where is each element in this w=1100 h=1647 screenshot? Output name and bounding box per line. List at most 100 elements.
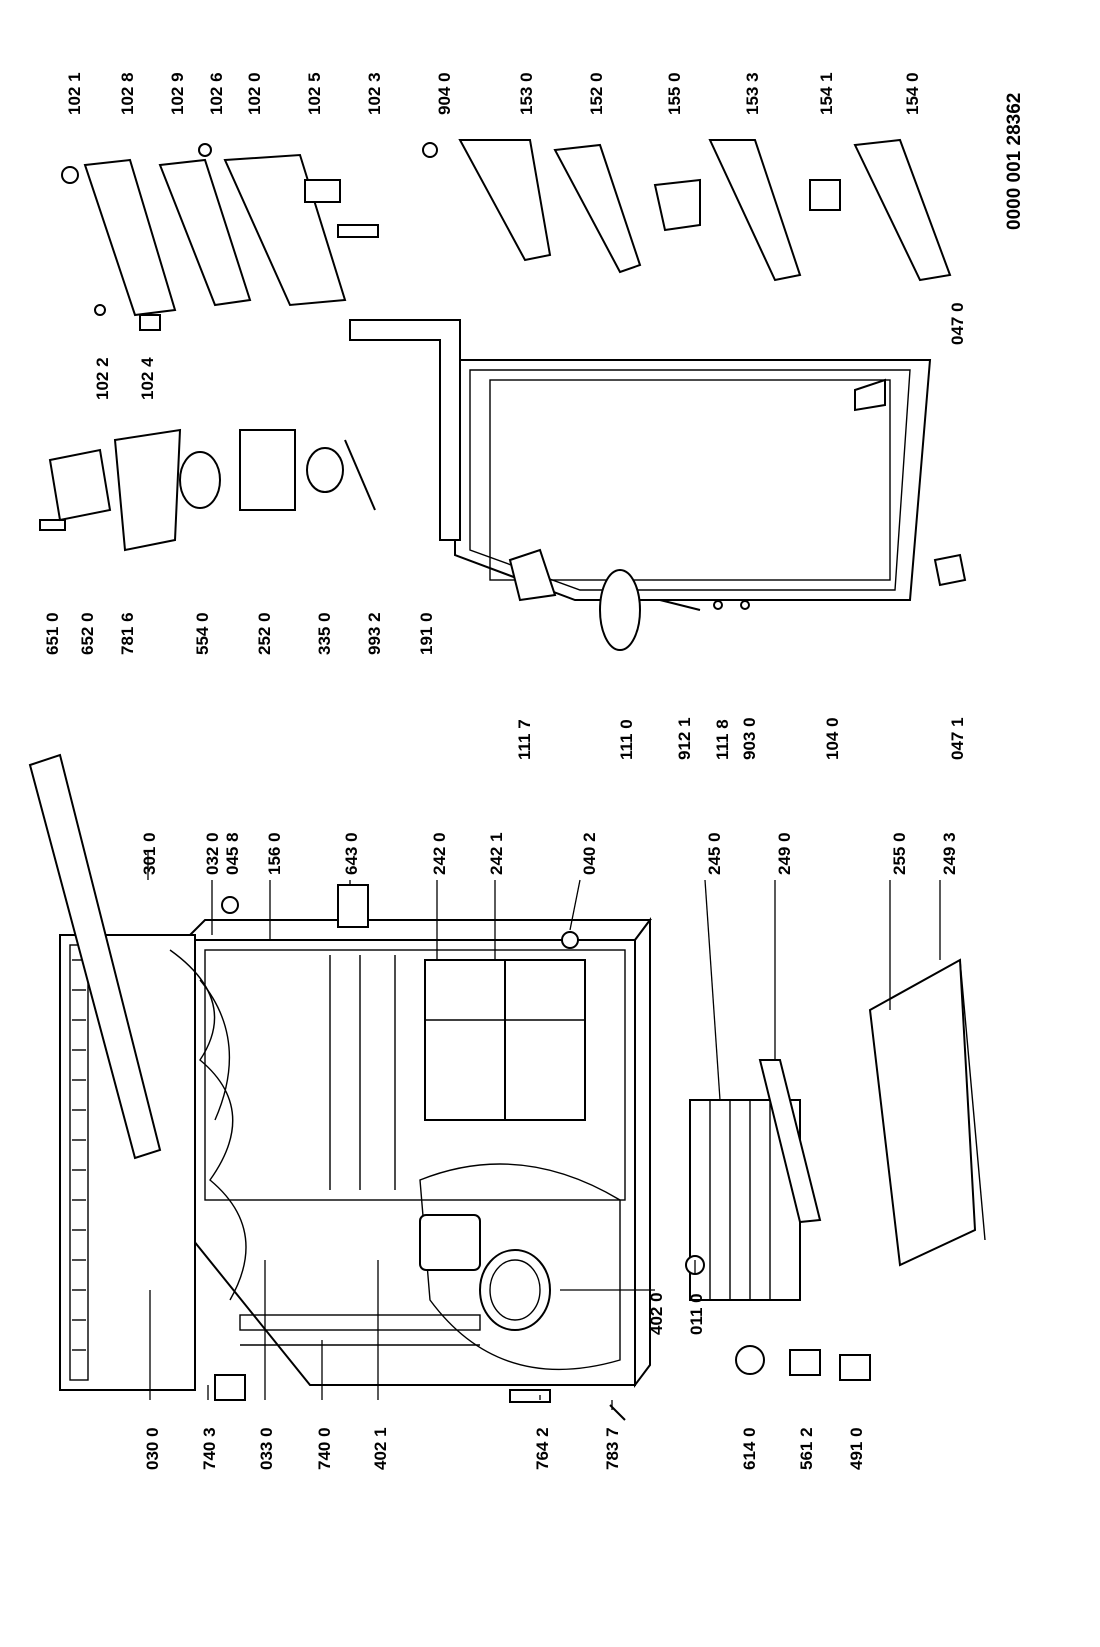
part-1530 <box>458 139 552 262</box>
leader-lines <box>147 850 941 1410</box>
part-6140 <box>735 1345 765 1375</box>
part-4910 <box>839 1354 871 1381</box>
callout-104-0: 104 0 <box>823 717 842 760</box>
callout-903-0: 903 0 <box>740 717 759 760</box>
part-1024 <box>139 314 161 331</box>
part-1110 <box>599 569 641 651</box>
callout-191-0: 191 0 <box>417 612 436 655</box>
callout-102-5: 102 5 <box>305 72 324 115</box>
relay-box <box>419 1214 481 1271</box>
callout-993-2: 993 2 <box>365 612 384 655</box>
part-6430 <box>337 884 369 928</box>
callout-032-0: 032 0 <box>203 832 222 875</box>
part-1026 <box>198 143 212 157</box>
part-6520 <box>48 448 112 522</box>
callout-102-0: 102 0 <box>245 72 264 115</box>
callout-102-3: 102 3 <box>365 72 384 115</box>
glass-shelf <box>868 958 977 1267</box>
door <box>454 359 932 601</box>
part-7642 <box>509 1389 551 1403</box>
callout-153-0: 153 0 <box>517 72 536 115</box>
callout-047-0: 047 0 <box>948 302 967 345</box>
part-1021 <box>61 166 79 184</box>
callout-904-0: 904 0 <box>435 72 454 115</box>
callout-152-0: 152 0 <box>587 72 606 115</box>
callout-102-1: 102 1 <box>65 72 84 115</box>
part-1540 <box>853 138 952 282</box>
callout-335-0: 335 0 <box>315 612 334 655</box>
callout-651-0: 651 0 <box>43 612 62 655</box>
callout-491-0: 491 0 <box>847 1427 866 1470</box>
wire-shelf <box>689 1099 801 1301</box>
callout-249-3: 249 3 <box>940 832 959 875</box>
cabinet-body <box>60 917 652 1388</box>
part-9040 <box>422 142 438 158</box>
compressor-area <box>419 1163 621 1371</box>
callout-040-2: 040 2 <box>580 832 599 875</box>
callout-554-0: 554 0 <box>193 612 212 655</box>
drawer-lower <box>504 959 586 1121</box>
callout-781-6: 781 6 <box>118 612 137 655</box>
callout-045-8: 045 8 <box>223 832 242 875</box>
drawer-upper <box>424 959 506 1121</box>
callout-245-0: 245 0 <box>705 832 724 875</box>
part-1020 <box>223 153 347 307</box>
callout-111-7: 111 7 <box>515 719 534 760</box>
callout-740-0: 740 0 <box>315 1427 334 1470</box>
part-1533 <box>708 139 802 282</box>
compressor <box>479 1249 551 1331</box>
part-1541 <box>809 179 841 211</box>
document-number: 0000 001 28362 <box>1004 93 1025 230</box>
callout-402-0: 402 0 <box>647 1292 666 1335</box>
part-1118 <box>713 600 723 610</box>
callout-561-2: 561 2 <box>797 1427 816 1470</box>
part-1117 <box>508 548 557 602</box>
callout-402-1: 402 1 <box>371 1427 390 1470</box>
shelf-trim <box>758 1059 822 1224</box>
callout-102-6: 102 6 <box>207 72 226 115</box>
callout-102-8: 102 8 <box>118 72 137 115</box>
callout-030-0: 030 0 <box>143 1427 162 1470</box>
callout-156-0: 156 0 <box>265 832 284 875</box>
part-0402 <box>561 931 579 949</box>
part-1025 <box>304 179 341 203</box>
callout-011-0: 011 0 <box>687 1293 706 1335</box>
worktop <box>59 934 247 1391</box>
part-1022 <box>94 304 106 316</box>
part-3350 <box>306 447 344 493</box>
callout-912-1: 912 1 <box>675 717 694 760</box>
part-7816 <box>113 428 182 552</box>
callout-111-8: 111 8 <box>713 719 732 760</box>
condenser <box>239 1314 481 1346</box>
part-1550 <box>653 178 701 232</box>
callout-102-2: 102 2 <box>93 357 112 400</box>
part-1520 <box>553 143 642 274</box>
part-5612 <box>789 1349 821 1376</box>
callout-153-3: 153 3 <box>743 72 762 115</box>
callout-242-0: 242 0 <box>430 832 449 875</box>
part-9030 <box>740 600 750 610</box>
callout-249-0: 249 0 <box>775 832 794 875</box>
part-1029 <box>158 158 252 307</box>
callout-033-0: 033 0 <box>257 1427 276 1470</box>
callout-labels: 030 0 740 3 033 0 740 0 402 1 764 2 783 … <box>43 72 1025 1470</box>
callout-154-1: 154 1 <box>817 72 836 115</box>
callout-047-1: 047 1 <box>948 717 967 760</box>
callout-614-0: 614 0 <box>740 1427 759 1470</box>
callout-301-0: 301 0 <box>140 832 159 875</box>
door-gasket <box>349 319 461 541</box>
part-9121 <box>659 599 701 611</box>
part-1028 <box>83 158 177 317</box>
part-1023 <box>337 224 379 238</box>
part-9932 <box>344 439 376 511</box>
part-0470 <box>854 378 886 412</box>
part-0471 <box>933 553 967 587</box>
callout-652-0: 652 0 <box>78 612 97 655</box>
callout-102-9: 102 9 <box>168 72 187 115</box>
part-2520 <box>239 429 296 511</box>
part-0458 <box>221 896 239 914</box>
callout-740-3: 740 3 <box>200 1427 219 1470</box>
top-profile <box>28 753 162 1160</box>
callout-111-0: 111 0 <box>617 719 636 760</box>
